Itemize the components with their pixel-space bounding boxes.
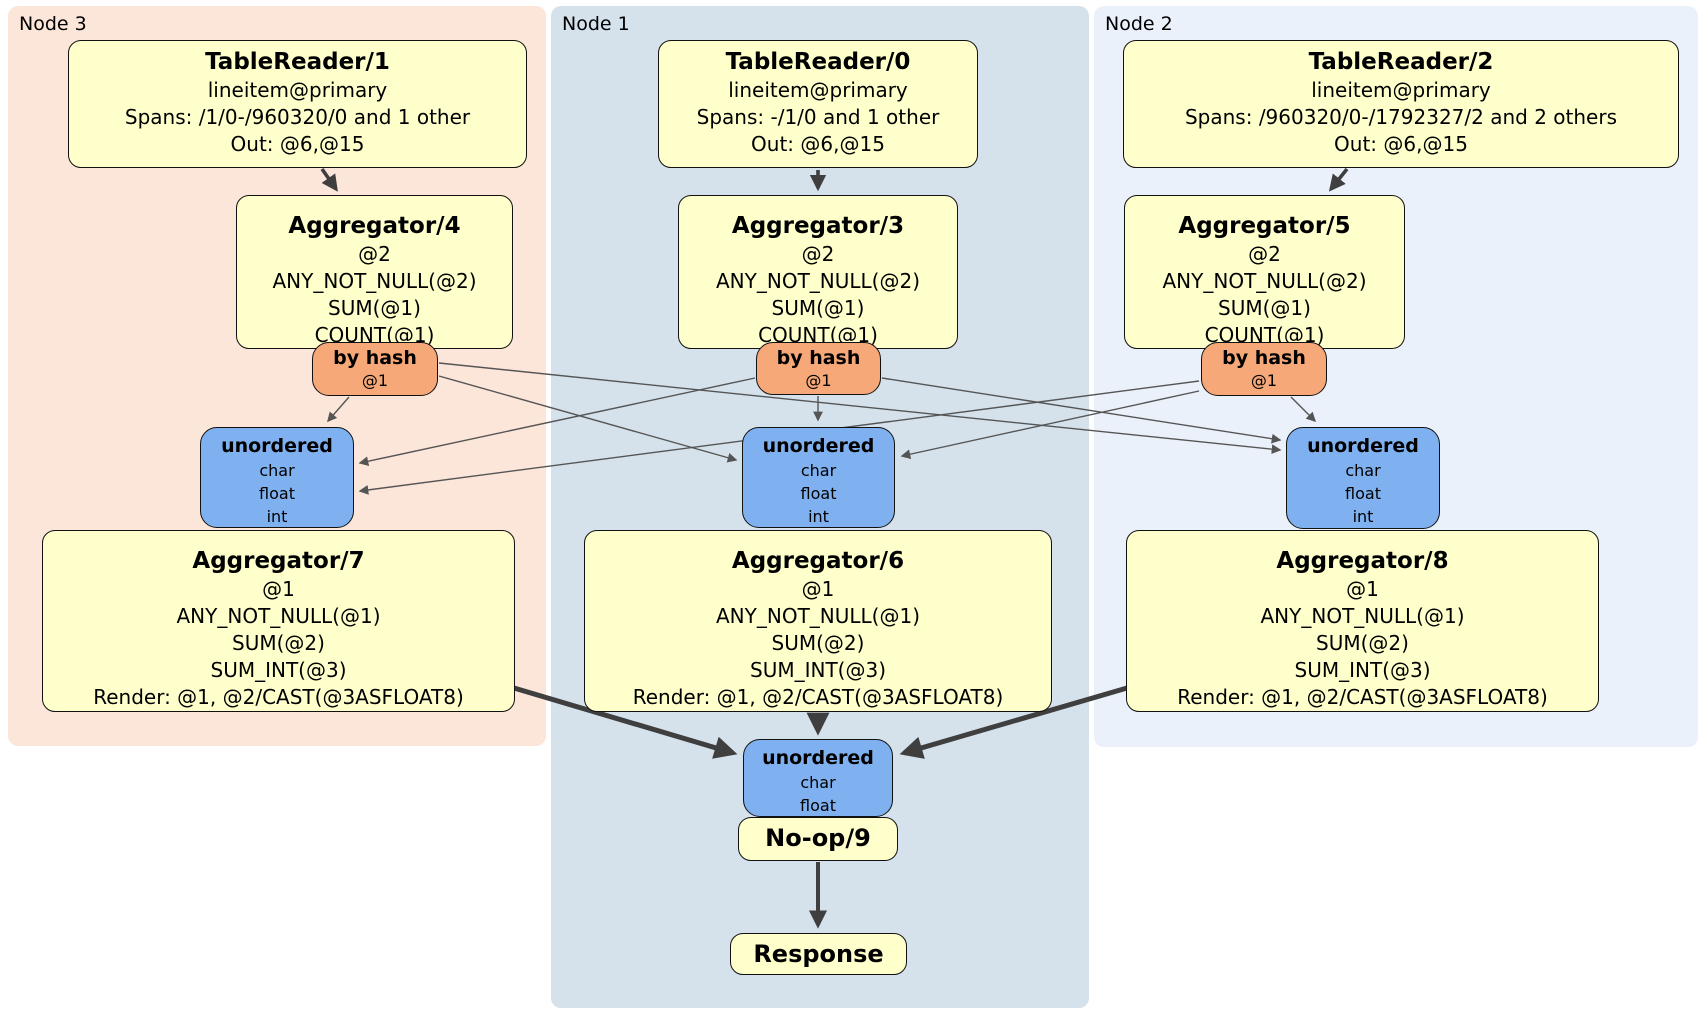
edge-tr1-agg4 [320,167,338,192]
processor-detail-line: Spans: /960320/0-/1792327/2 and 2 others [1184,105,1617,129]
unordered-sync-final-box: unordered char float [743,739,893,817]
aggregator-6-box: Aggregator/6 @1 ANY_NOT_NULL(@1) SUM(@2)… [584,530,1052,712]
processor-detail-line: ANY_NOT_NULL(@1) [176,604,381,628]
edge-hash2-un1 [900,390,1200,460]
tablereader-2-box: TableReader/2 lineitem@primary Spans: /9… [1123,40,1679,168]
router-title: by hash [1222,347,1306,369]
unordered-sync-node3-box: unordered char float int [200,427,354,528]
edge-agg7-unfinal [513,685,738,759]
noop-9-box: No-op/9 [738,817,898,861]
aggregator-7-box: Aggregator/7 @1 ANY_NOT_NULL(@1) SUM(@2)… [42,530,515,712]
sync-title: unordered [762,435,875,457]
sync-detail-line: char [800,773,836,792]
processor-detail-line: ANY_NOT_NULL(@2) [272,269,477,293]
processor-title: TableReader/2 [1308,49,1494,75]
processor-title: No-op/9 [765,824,871,852]
router-title: by hash [333,347,417,369]
edge-hash3-un2 [438,362,1282,455]
processor-detail-line: SUM_INT(@3) [210,658,347,682]
sync-detail-line: char [1345,461,1381,480]
hash-router-node2-box: by hash @1 [1201,342,1327,396]
processor-title: Aggregator/3 [731,213,905,239]
processor-detail-line: Render: @1, @2/CAST(@3ASFLOAT8) [1177,685,1548,709]
processor-title: Aggregator/4 [288,213,461,239]
processor-detail-line: SUM(@2) [232,631,325,655]
sync-detail-line: int [808,507,829,526]
edge-hash3-un1 [438,375,738,463]
processor-detail-line: @2 [801,242,835,266]
processor-detail-line: Out: @6,@15 [230,132,365,156]
processor-title: TableReader/1 [205,49,390,75]
router-detail-line: @1 [805,371,832,390]
processor-detail-line: ANY_NOT_NULL(@1) [1260,604,1465,628]
processor-detail-line: SUM_INT(@3) [1294,658,1431,682]
processor-detail-line: SUM(@2) [1316,631,1409,655]
processor-title: Aggregator/8 [1276,548,1449,574]
processor-detail-line: lineitem@primary [728,78,908,102]
edge-hash1-un3 [358,377,756,467]
aggregator-3-box: Aggregator/3 @2 ANY_NOT_NULL(@2) SUM(@1)… [678,195,958,349]
sync-title: unordered [1307,435,1419,457]
sync-detail-line: float [259,484,295,503]
aggregator-4-box: Aggregator/4 @2 ANY_NOT_NULL(@2) SUM(@1)… [236,195,513,349]
response-box: Response [730,933,907,975]
hash-router-node3-box: by hash @1 [312,342,438,396]
processor-detail-line: ANY_NOT_NULL(@1) [716,604,920,628]
processor-detail-line: @2 [358,242,391,266]
aggregator-8-box: Aggregator/8 @1 ANY_NOT_NULL(@1) SUM(@2)… [1126,530,1599,712]
sync-detail-line: float [1345,484,1381,503]
processor-title: Aggregator/7 [192,548,365,574]
sync-detail-line: float [800,484,837,503]
edge-tr2-agg5 [1328,167,1349,192]
unordered-sync-node2-box: unordered char float int [1286,427,1440,529]
processor-detail-line: lineitem@primary [207,78,388,102]
edge-hash2-un2 [1290,396,1317,423]
processor-detail-line: SUM_INT(@3) [750,658,886,682]
processor-detail-line: @1 [262,577,295,601]
processor-detail-line: Render: @1, @2/CAST(@3ASFLOAT8) [632,685,1004,709]
processor-detail-line: Render: @1, @2/CAST(@3ASFLOAT8) [93,685,464,709]
tablereader-1-box: TableReader/1 lineitem@primary Spans: /1… [68,40,527,168]
sync-title: unordered [762,747,874,769]
edge-hash3-un3 [327,396,350,423]
processor-detail-line: SUM(@2) [771,631,865,655]
node1-label: Node 1 [562,13,630,35]
edge-agg8-unfinal [899,685,1128,759]
processor-title: Aggregator/6 [731,548,905,574]
processor-detail-line: SUM(@1) [771,296,865,320]
node2-label: Node 2 [1105,13,1173,35]
processor-title: Response [753,940,884,968]
processor-detail-line: @2 [1248,242,1281,266]
router-detail-line: @1 [361,371,389,390]
sync-detail-line: float [800,796,836,815]
processor-title: TableReader/0 [725,49,911,75]
processor-detail-line: Spans: /1/0-/960320/0 and 1 other [124,105,471,129]
processor-detail-line: ANY_NOT_NULL(@2) [1162,269,1367,293]
sync-detail-line: char [259,461,295,480]
router-title: by hash [776,347,861,369]
processor-detail-line: @1 [1346,577,1379,601]
processor-detail-line: SUM(@1) [328,296,421,320]
sync-detail-line: int [266,507,288,526]
router-detail-line: @1 [1250,371,1278,390]
tablereader-0-box: TableReader/0 lineitem@primary Spans: -/… [658,40,978,168]
node3-label: Node 3 [19,13,87,35]
processor-detail-line: Spans: -/1/0 and 1 other [696,105,940,129]
processor-detail-line: Out: @6,@15 [1334,132,1468,156]
processor-detail-line: lineitem@primary [1311,78,1491,102]
processor-detail-line: Out: @6,@15 [751,132,885,156]
sync-detail-line: int [1352,507,1374,526]
hash-router-node1-box: by hash @1 [756,342,881,395]
unordered-sync-node1-box: unordered char float int [742,427,895,528]
aggregator-5-box: Aggregator/5 @2 ANY_NOT_NULL(@2) SUM(@1)… [1124,195,1405,349]
sync-detail-line: char [800,461,837,480]
processor-detail-line: ANY_NOT_NULL(@2) [716,269,920,293]
sync-title: unordered [221,435,333,457]
processor-detail-line: SUM(@1) [1218,296,1311,320]
edge-hash1-un2 [881,377,1282,444]
processor-detail-line: @1 [801,577,835,601]
processor-title: Aggregator/5 [1178,213,1351,239]
